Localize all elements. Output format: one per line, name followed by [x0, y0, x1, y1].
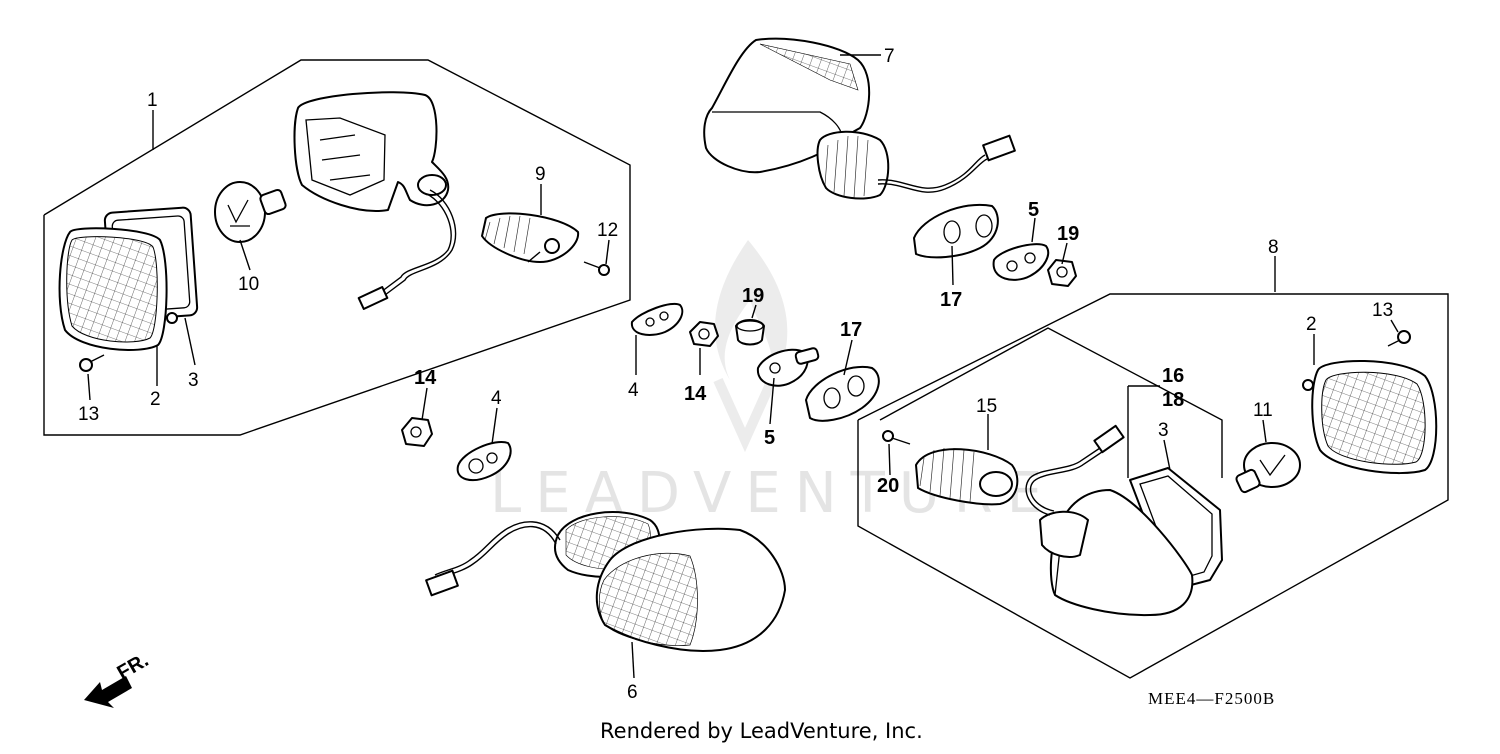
bulb-part — [1235, 442, 1301, 494]
cover-part — [481, 212, 580, 263]
plate-part — [630, 302, 684, 336]
callout-3-right: 3 — [1158, 420, 1169, 441]
lens-part — [1302, 359, 1438, 475]
callout-14-lower: 14 — [414, 367, 437, 389]
turn-signal-part — [703, 37, 1016, 200]
stud-plate-part — [992, 243, 1050, 281]
nut-part — [689, 321, 719, 347]
callout-19-center: 19 — [742, 285, 764, 307]
front-direction-arrow: FR. — [84, 649, 152, 708]
screw-part — [79, 354, 105, 372]
stud-plate-part — [756, 347, 820, 387]
callout-2-right: 2 — [1306, 314, 1317, 335]
assembly-outline-8 — [857, 293, 1449, 679]
callout-13-left: 13 — [78, 404, 99, 425]
direction-label: FR. — [114, 649, 153, 684]
callout-9: 9 — [535, 164, 546, 185]
callout-16: 16 — [1162, 365, 1184, 387]
plate-part — [456, 441, 512, 482]
callout-19-right: 19 — [1057, 223, 1079, 245]
callout-3-left: 3 — [188, 370, 199, 391]
nut-part — [1047, 259, 1077, 287]
leader-lines — [87, 54, 1399, 679]
rubber-part — [913, 203, 999, 259]
callout-17-center: 17 — [840, 319, 862, 341]
callout-7: 7 — [884, 46, 895, 67]
credit-text: Rendered by LeadVenture, Inc. — [600, 719, 923, 743]
cover-part — [915, 447, 1019, 506]
lens-part — [58, 227, 178, 351]
callout-1: 1 — [147, 90, 158, 111]
callout-5-top: 5 — [1028, 199, 1039, 221]
assembly-outline-16-18 — [879, 327, 1223, 478]
rubber-part — [805, 365, 880, 422]
screw-part — [583, 261, 610, 276]
diagram-code: MEE4—F2500B — [1148, 689, 1275, 708]
screw-part — [1387, 330, 1411, 347]
housing-part — [1025, 424, 1194, 617]
callout-4-upper: 4 — [628, 380, 639, 401]
callout-13-right: 13 — [1372, 300, 1393, 321]
callout-12: 12 — [597, 220, 618, 241]
callout-2-left: 2 — [150, 389, 161, 410]
callouts: 1 2 3 10 13 9 12 7 5 19 17 8 4 14 19 17 … — [78, 46, 1393, 703]
nut-part — [735, 319, 765, 346]
turn-signal-part — [425, 511, 786, 652]
nut-part — [401, 417, 433, 447]
callout-4-lower: 4 — [491, 388, 502, 409]
callout-14-upper: 14 — [684, 383, 707, 405]
screw-part — [882, 430, 911, 445]
callout-10: 10 — [238, 274, 259, 295]
callout-15: 15 — [976, 396, 997, 417]
callout-8: 8 — [1268, 237, 1279, 258]
callout-11: 11 — [1253, 400, 1273, 421]
bulb-part — [214, 181, 287, 243]
callout-6: 6 — [627, 682, 638, 703]
assembly-outline-1 — [43, 59, 631, 436]
callout-5-center: 5 — [764, 427, 775, 449]
callout-18: 18 — [1162, 389, 1184, 411]
callout-17-top: 17 — [940, 289, 962, 311]
callout-20: 20 — [877, 475, 899, 497]
housing-part — [293, 91, 457, 310]
